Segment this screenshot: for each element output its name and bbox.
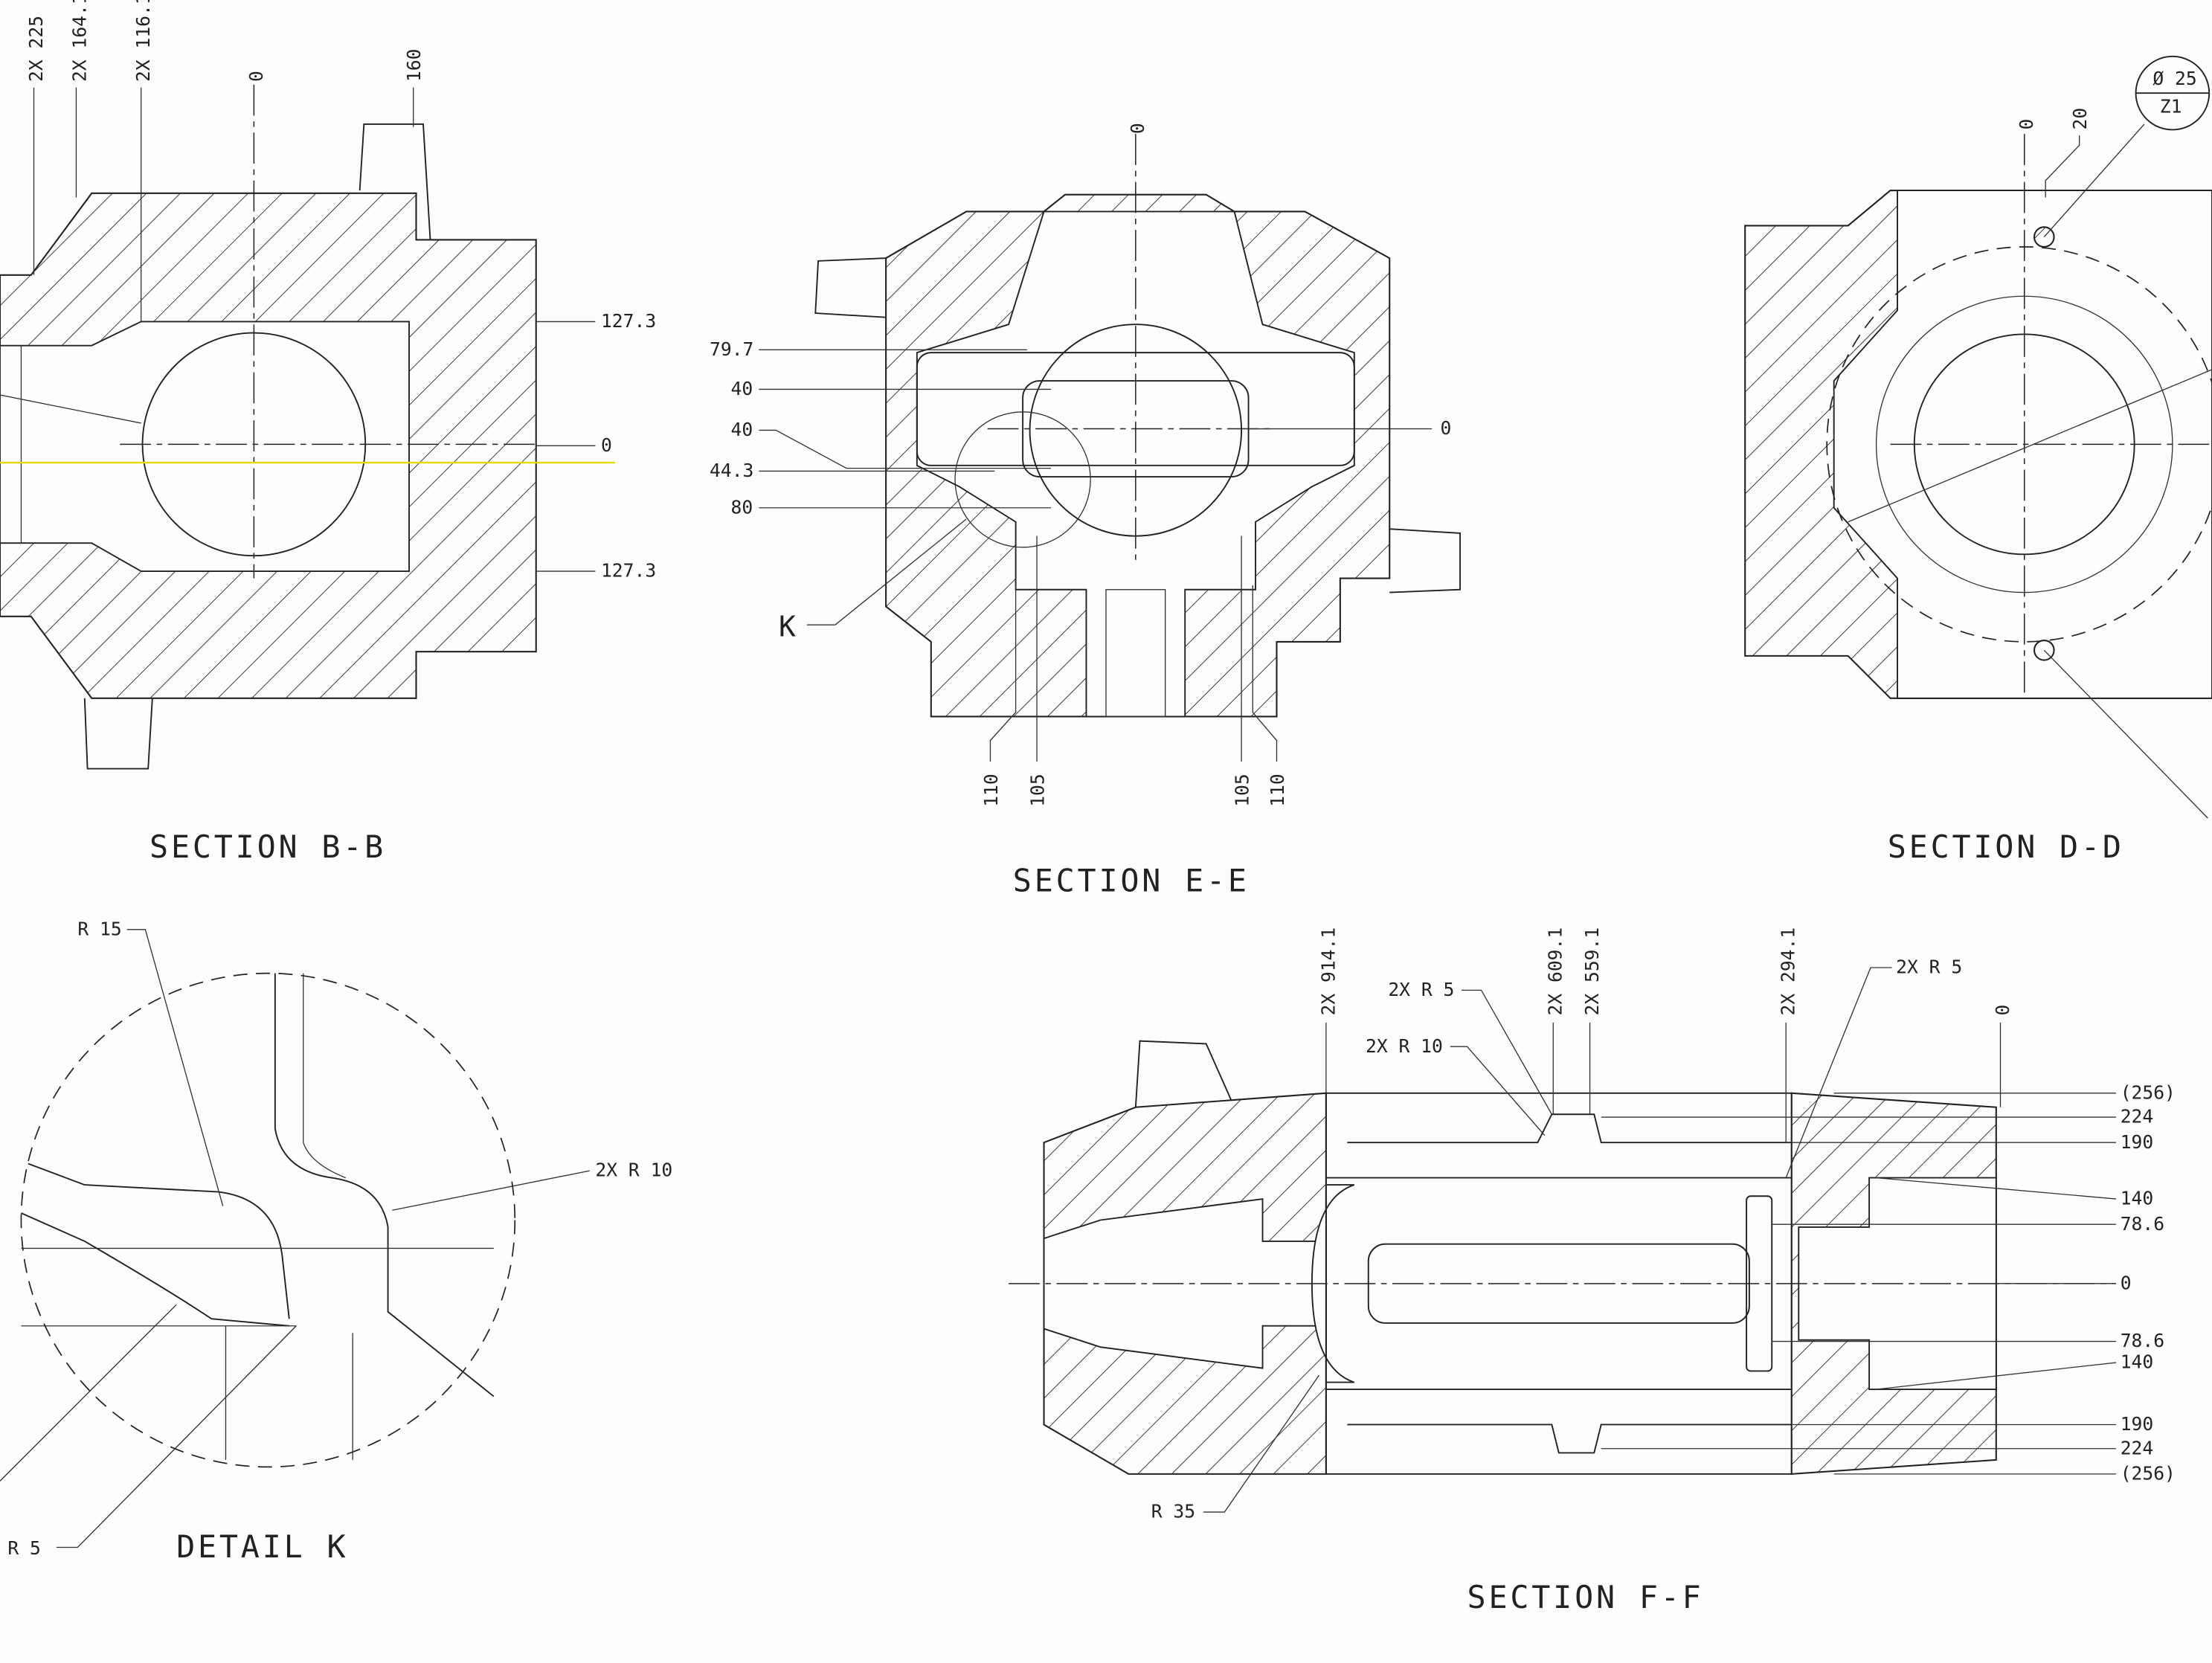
dim-79-7: 79.7 [710,338,753,360]
label-2x-r10: 2X R 10 [1366,1035,1443,1057]
groove-bottom [1347,1424,1792,1454]
label-2x-r5-left: 2X R 5 [1388,979,1454,1000]
dim-105-left: 105 [1027,773,1049,807]
leader [1450,1046,1546,1136]
dim-110-right: 110 [1267,773,1288,807]
leader [1876,1177,2117,1200]
dim-2x-559-1: 2X 559.1 [1581,927,1603,1016]
leader [1461,989,1552,1115]
leader [56,1325,297,1548]
slot-wall-inner [303,973,346,1179]
dim-140-bottom: 140 [2121,1351,2154,1373]
dim-44-3: 44.3 [710,460,753,481]
datum-diameter: Ø 25 [2152,68,2196,89]
detail-k: R 15 2X R 10 2X R 5 DETAIL K [0,918,672,1565]
leader [1785,967,1892,1178]
leader [2043,649,2208,819]
leader [1203,1374,1319,1513]
leader [989,585,1017,762]
dim-224-top: 224 [2121,1106,2154,1128]
section-f-f: 2X 914.1 2X 609.1 2X 559.1 2X 294.1 0 2X… [1009,927,2176,1615]
detail-boundary [20,972,516,1468]
dim-2x-116: 2X 116.1 [132,0,154,82]
bore-cavity [0,321,410,573]
dim-2x-609-1: 2X 609.1 [1545,927,1566,1016]
dim-160: 160 [403,48,425,82]
dim-127-3-top: 127.3 [601,310,656,332]
section-e-e-title: SECTION E-E [1013,863,1250,899]
dim-80: 80 [730,496,753,518]
label-2x-r10: 2X R 10 [595,1159,672,1181]
right-dimension-stack: (256) 224 190 140 78.6 0 78.6 140 190 22… [1601,1081,2176,1484]
dim-78-6-top: 78.6 [2121,1213,2164,1235]
dim-190-top: 190 [2121,1131,2154,1153]
right-lug [1389,528,1462,594]
dim-2x-225: 2X 225 [25,16,47,82]
section-d-d: 0 20 Ø 25 Z1 SECTION D-D [1744,55,2212,865]
dim-20: 20 [2069,108,2091,130]
section-e-e: 0 0 79.7 40 40 44.3 80 K 110 105 105 110… [710,123,1462,899]
left-lug [814,257,887,318]
label-2x-r5-right: 2X R 5 [1896,956,1962,978]
dim-256-top: (256) [2121,1081,2176,1103]
section-b-b: 2X 225 2X 164.1 2X 116.1 0 160 127.3 0 1… [0,0,656,865]
diameter-leader [1848,369,2212,523]
leader [2045,135,2080,198]
detail-k-circle [954,411,1091,548]
dim-0-right: 0 [601,434,612,456]
leader [0,1304,177,1482]
datum-leader [2043,123,2145,238]
dim-224-bottom: 224 [2121,1437,2154,1458]
top-lug [359,123,431,240]
leader [126,929,224,1206]
dim-2x-294-1: 2X 294.1 [1778,927,1799,1016]
leader [1252,585,1278,762]
dim-0: 0 [2016,119,2037,130]
section-f-f-title: SECTION F-F [1467,1579,1704,1615]
dim-110-left: 110 [980,773,1002,807]
dim-0-right: 0 [1441,417,1452,439]
detail-k-title: DETAIL K [176,1528,348,1565]
dim-127-3-bottom: 127.3 [601,560,656,582]
dim-0: 0 [245,71,267,82]
dim-2x-164: 2X 164.1 [69,0,91,82]
datum-target-id: Z1 [2160,96,2182,118]
leader [1876,1362,2117,1390]
leader [0,394,141,424]
dim-0: 0 [2121,1272,2132,1293]
label-r15: R 15 [77,918,121,939]
slot-wall [274,973,495,1397]
dim-0-top: 0 [1127,123,1148,134]
label-r35: R 35 [1151,1501,1195,1522]
detail-k-leader [806,518,967,625]
dim-190-bottom: 190 [2121,1413,2154,1435]
bottom-bore [1105,589,1166,718]
dim-2x-914-1: 2X 914.1 [1317,927,1339,1016]
detail-k-callout: K [779,610,796,643]
dim-0: 0 [1992,1005,2013,1016]
groove-top [1347,1113,1792,1144]
dim-78-6-bottom: 78.6 [2121,1330,2164,1351]
profile-upper [28,1162,290,1319]
leader [759,429,1052,469]
label-2x-r5: 2X R 5 [0,1537,41,1559]
leader [392,1170,590,1211]
bottom-lug [83,698,153,770]
dim-40-b: 40 [730,419,753,440]
section-b-b-title: SECTION B-B [149,829,386,865]
datum-target-symbol: Ø 25 Z1 [2135,55,2211,131]
profile-lower [21,1212,289,1327]
dim-140-top: 140 [2121,1188,2154,1209]
section-d-d-title: SECTION D-D [1888,829,2124,865]
dim-40-a: 40 [730,378,753,399]
dim-105-right: 105 [1232,773,1253,807]
dim-256-bottom: (256) [2121,1462,2176,1484]
top-lug [1134,1040,1235,1108]
